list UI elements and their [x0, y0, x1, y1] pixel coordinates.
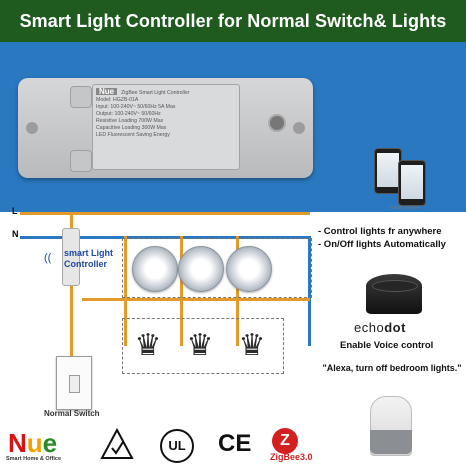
neutral-drop-wire — [308, 236, 311, 346]
phone-icon — [398, 160, 426, 206]
nue-logo: Nue — [8, 430, 57, 456]
small-controller-icon — [62, 228, 80, 286]
load-wire — [82, 298, 310, 301]
wireless-icon: (( — [44, 252, 52, 264]
logo-letter: N — [8, 428, 27, 458]
switch-wire — [70, 212, 73, 362]
chandelier-icon: ♛ — [186, 329, 214, 362]
zigbee-icon: Z — [272, 428, 298, 454]
label-line: Output: 100-240V~ 50/60Hz — [96, 111, 161, 117]
wifi-icon: ◠ — [420, 140, 433, 156]
ul-cert-icon: UL — [160, 429, 194, 463]
terminal-cover-icon — [70, 86, 92, 108]
zigbee-label: ZigBee3.0 — [270, 452, 313, 462]
terminal-cover-icon — [70, 150, 92, 172]
drop-wire — [124, 236, 127, 346]
mount-hole-icon — [293, 122, 305, 134]
echo-ring-icon — [372, 280, 418, 292]
downlights-group — [122, 238, 312, 298]
mount-hole-icon — [26, 122, 38, 134]
feature-list: - Control lights fr anywhere - On/Off li… — [318, 225, 446, 251]
feature-item: - Control lights fr anywhere — [318, 226, 442, 237]
controller-brand: Nue — [96, 88, 118, 96]
echo-word: echo — [354, 320, 385, 335]
chandelier-icon: ♛ — [238, 329, 266, 362]
chandeliers-group — [122, 318, 284, 374]
label-line: Resistive Loading 700W Max — [96, 118, 164, 124]
neutral-label: N — [12, 229, 19, 239]
small-controller-label: smart Light Controller — [64, 248, 114, 269]
drop-wire — [180, 236, 183, 346]
pair-button — [268, 114, 286, 132]
wall-switch-icon — [56, 356, 92, 410]
alexa-quote: "Alexa, turn off bedroom lights." — [322, 363, 462, 373]
label-line: ZigBee Smart Light Controller — [121, 90, 190, 96]
rcm-mark-icon — [100, 428, 134, 459]
page-title: Smart Light Controller for Normal Switch… — [0, 0, 466, 42]
label-line: Input: 100-240V~ 50/60Hz 5A Max — [96, 104, 176, 110]
switch-rocker-icon — [69, 375, 80, 393]
line-label: L — [12, 206, 18, 216]
downlight-icon — [226, 246, 272, 292]
drop-wire — [236, 236, 239, 346]
neutral-wire — [20, 236, 310, 239]
downlight-icon — [132, 246, 178, 292]
line-wire — [20, 212, 310, 215]
ce-cert-icon: CE — [218, 430, 252, 457]
google-home-base-icon — [370, 430, 412, 454]
logo-letter: e — [42, 428, 58, 458]
voice-control-label: Enable Voice control — [340, 340, 434, 351]
logo-letter: u — [26, 428, 43, 458]
echo-logo: echodot — [354, 320, 406, 335]
label-line: Capacitive Loading 300W Max — [96, 125, 167, 131]
downlight-icon — [178, 246, 224, 292]
phone-icon — [374, 148, 402, 194]
label-line: Model: HGZB-01A — [96, 97, 139, 103]
chandelier-icon: ♛ — [134, 329, 162, 362]
mobile-caption: Mobile Devices — [390, 205, 421, 210]
dot-word: dot — [384, 320, 406, 335]
label-line: LED Fluorescent Saving Energy — [96, 132, 170, 138]
feature-item: - On/Off lights Automatically — [318, 239, 446, 250]
logo-tagline: Smart Home & Office — [6, 456, 62, 462]
switch-label: Normal Switch — [44, 409, 100, 418]
